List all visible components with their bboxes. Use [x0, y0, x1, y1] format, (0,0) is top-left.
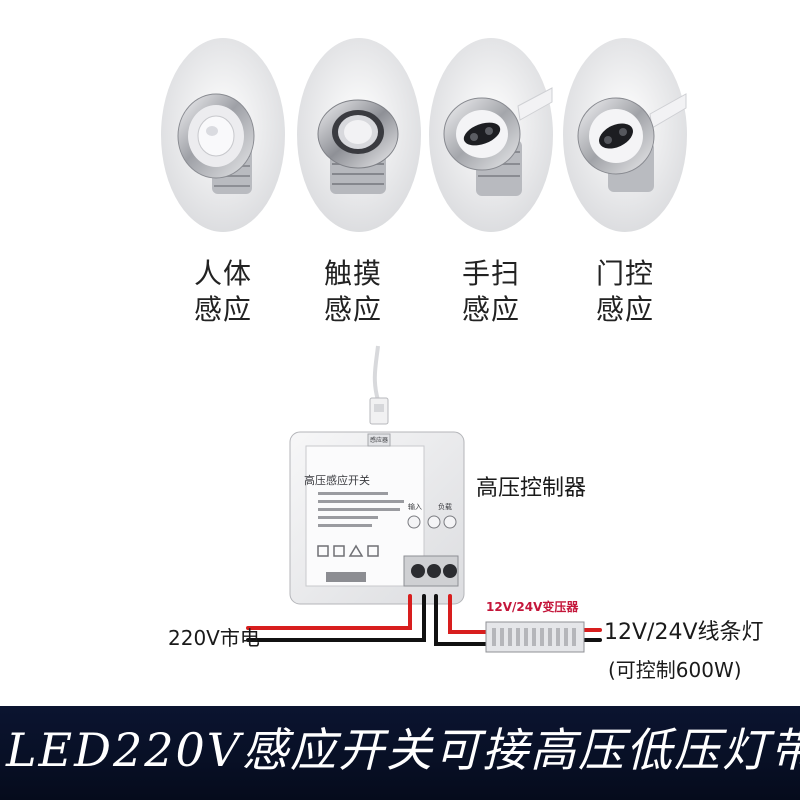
- sensor-cable: [372, 345, 380, 401]
- wiring-diagram: [246, 345, 602, 653]
- controller-box-title: 高压感应开关: [304, 474, 370, 487]
- wires: [246, 594, 602, 646]
- terminal-out-label: 负载: [438, 503, 452, 511]
- sensor-label-touch: 触摸 感应: [323, 257, 382, 326]
- promo-banner: LED220V感应开关可接高压低压灯带灯条: [0, 706, 800, 800]
- banner-text: LED220V感应开关可接高压低压灯带灯条: [6, 723, 800, 777]
- sensor-label-pir: 人体 感应: [193, 257, 252, 326]
- hand-sweep-sensor-icon: [428, 36, 554, 234]
- pir-sensor-icon: [160, 36, 286, 234]
- controller-box: [289, 431, 465, 605]
- terminal-in-label: 输入: [408, 503, 422, 511]
- mains-label: 220V市电: [168, 626, 260, 650]
- transformer: [485, 621, 585, 653]
- strip-label: 12V/24V线条灯: [604, 620, 764, 645]
- door-sensor-icon: [562, 36, 688, 234]
- transformer-label: 12V/24V变压器: [486, 600, 579, 614]
- touch-sensor-icon: [296, 36, 422, 234]
- strip-note: (可控制600W): [608, 658, 742, 682]
- controller-small-tag: 感应器: [370, 437, 389, 444]
- sensor-label-door: 门控 感应: [595, 257, 654, 326]
- sensor-label-hand-sweep: 手扫 感应: [461, 257, 520, 326]
- controller-label: 高压控制器: [476, 476, 587, 501]
